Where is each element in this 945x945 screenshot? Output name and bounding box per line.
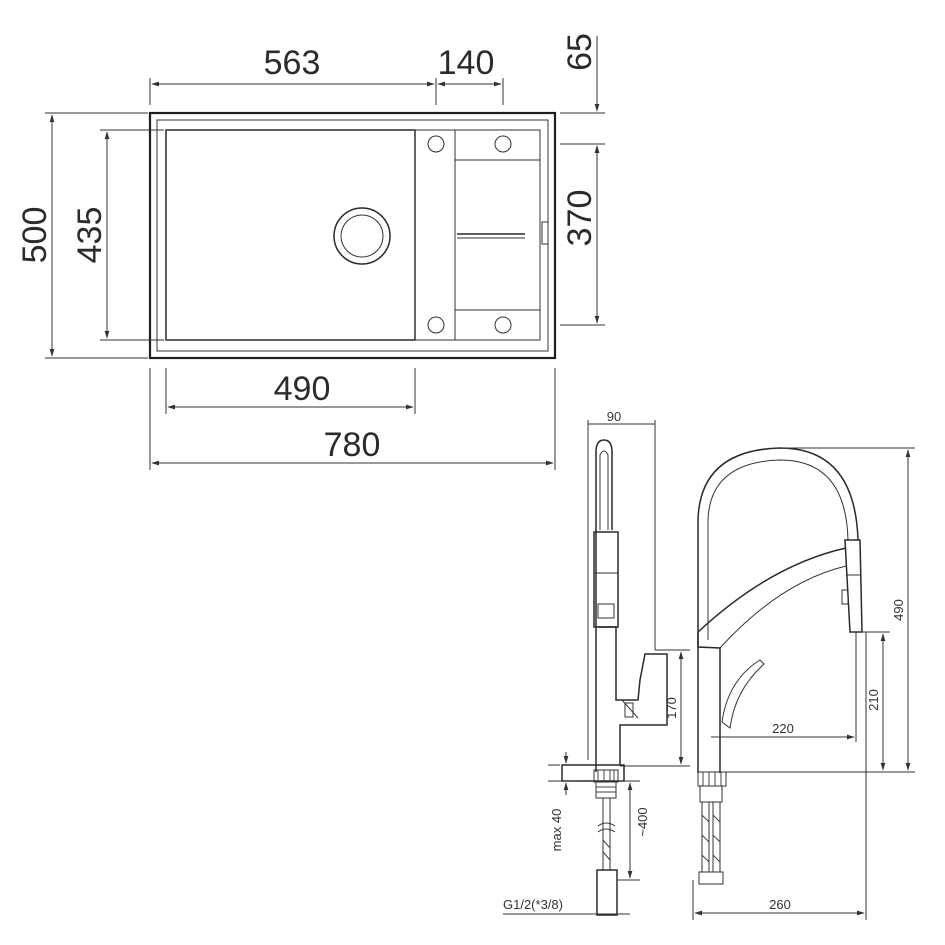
drain-inner-icon — [340, 214, 384, 258]
dim-90-label: 90 — [607, 409, 621, 424]
connection-thread-label: G1/2(*3/8) — [503, 897, 563, 912]
dim-780-label: 780 — [324, 426, 381, 464]
dim-210-label: 210 — [866, 689, 881, 711]
dim-65-label: 65 — [561, 33, 599, 71]
dim-140-label: 140 — [438, 44, 495, 82]
faucet-front-body — [697, 632, 721, 773]
dim-260-label: 260 — [769, 897, 791, 912]
sink-divider — [414, 129, 456, 341]
dim-500-label: 500 — [16, 207, 54, 264]
sink-drainer — [454, 129, 541, 341]
drain-outer-icon — [333, 207, 391, 265]
faucet-front-lever — [721, 659, 765, 729]
tap-hole-icon — [494, 135, 512, 153]
tap-hole-icon — [494, 316, 512, 334]
dim-220-label: 220 — [772, 721, 794, 736]
dim-max40-label: max 40 — [549, 809, 564, 852]
tap-hole-icon — [427, 316, 445, 334]
overflow-slot-icon — [541, 221, 549, 245]
dim-370-label: 370 — [561, 190, 599, 247]
dim-435-label: 435 — [71, 207, 109, 264]
faucet-side-spout — [595, 439, 613, 772]
dim-490-faucet-label: 490 — [891, 599, 906, 621]
faucet-side-body — [598, 626, 668, 765]
faucet-side-view: 90 170 — [503, 409, 690, 916]
dim-490-label: 490 — [274, 370, 331, 408]
sink-outer-outline — [148, 111, 557, 360]
dim-400-label: ~400 — [635, 807, 650, 836]
dim-563-label: 563 — [264, 44, 321, 82]
sink-inner-rim — [156, 119, 549, 352]
faucet-front-spray-head — [844, 539, 863, 633]
faucet-front-arm — [697, 547, 847, 633]
tap-hole-icon — [427, 135, 445, 153]
sink-bowl — [165, 129, 416, 341]
sink-top-view: 563 140 500 435 65 370 490 780 — [16, 33, 605, 470]
faucet-side-deck — [561, 764, 625, 782]
faucet-front-view: 490 210 220 260 — [692, 447, 915, 920]
dim-170-label: 170 — [664, 697, 679, 719]
